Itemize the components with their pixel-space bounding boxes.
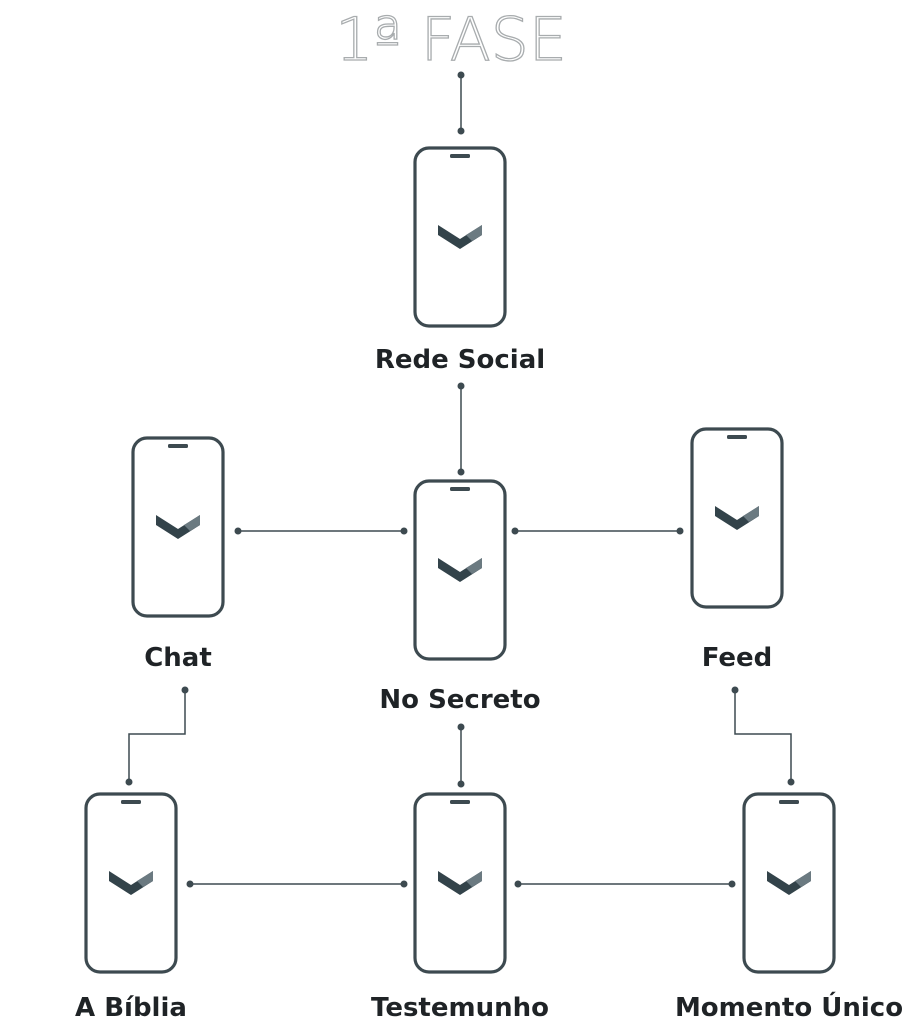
- connector-end-dot: [457, 127, 465, 135]
- connector-start-dot: [457, 71, 465, 79]
- connector-end-dot: [457, 468, 465, 476]
- connector-chat-to-no-secreto: [234, 527, 408, 535]
- connector-start-dot: [181, 686, 189, 694]
- screen-node-no-secreto: No Secreto: [379, 479, 541, 715]
- screen-node-feed: Feed: [690, 427, 784, 673]
- phone-notch: [727, 435, 747, 439]
- connector-chat-to-a-biblia: [125, 686, 189, 786]
- connector-line: [734, 690, 792, 782]
- screen-label: No Secreto: [379, 685, 540, 715]
- phone-frame: [742, 792, 836, 974]
- connector-end-dot: [125, 778, 133, 786]
- screen-node-a-biblia: A Bíblia: [75, 792, 187, 1023]
- phone-icon: [690, 427, 784, 609]
- connector-start-dot: [457, 723, 465, 731]
- phone-notch: [450, 800, 470, 804]
- connector-end-dot: [400, 880, 408, 888]
- connector-line: [128, 690, 186, 782]
- connector-no-secreto-to-feed: [511, 527, 684, 535]
- screen-label: Rede Social: [375, 345, 545, 375]
- connector-start-dot: [514, 880, 522, 888]
- connector-testemunho-to-momento-unico: [514, 880, 736, 888]
- phone-icon: [131, 436, 225, 618]
- phone-frame: [690, 427, 784, 609]
- connectors: [125, 71, 795, 888]
- phone-icon: [413, 792, 507, 974]
- connector-no-secreto-to-testemunho: [457, 723, 465, 788]
- phone-notch: [450, 487, 470, 491]
- phone-icon: [413, 146, 507, 328]
- connector-rede-social-to-no-secreto: [457, 382, 465, 476]
- screen-node-rede-social: Rede Social: [375, 146, 545, 375]
- connector-start-dot: [234, 527, 242, 535]
- phone-notch: [168, 444, 188, 448]
- phone-frame: [131, 436, 225, 618]
- phone-frame: [413, 146, 507, 328]
- phone-icon: [413, 479, 507, 661]
- connector-a-biblia-to-testemunho: [186, 880, 408, 888]
- screen-node-chat: Chat: [131, 436, 225, 673]
- phone-frame: [413, 792, 507, 974]
- screen-node-testemunho: Testemunho: [371, 792, 549, 1023]
- connector-end-dot: [728, 880, 736, 888]
- connector-start-dot: [511, 527, 519, 535]
- phone-notch: [450, 154, 470, 158]
- connector-start-dot: [186, 880, 194, 888]
- connector-end-dot: [400, 527, 408, 535]
- diagram-title: 1ª FASE: [335, 5, 567, 75]
- phone-frame: [84, 792, 178, 974]
- screen-label: A Bíblia: [75, 993, 187, 1023]
- connector-end-dot: [676, 527, 684, 535]
- screen-label: Testemunho: [371, 993, 549, 1023]
- phone-icon: [84, 792, 178, 974]
- connector-end-dot: [787, 778, 795, 786]
- phone-frame: [413, 479, 507, 661]
- connector-start-dot: [731, 686, 739, 694]
- screen-label: Momento Único: [675, 991, 903, 1023]
- connector-start-dot: [457, 382, 465, 390]
- screen-label: Feed: [702, 643, 773, 673]
- connector-feed-to-momento-unico: [731, 686, 795, 786]
- phone-notch: [779, 800, 799, 804]
- screen-label: Chat: [144, 643, 212, 673]
- phone-icon: [742, 792, 836, 974]
- screen-node-momento-unico: Momento Único: [675, 792, 903, 1023]
- connector-end-dot: [457, 780, 465, 788]
- phone-notch: [121, 800, 141, 804]
- connector-title-to-rede-social: [457, 71, 465, 135]
